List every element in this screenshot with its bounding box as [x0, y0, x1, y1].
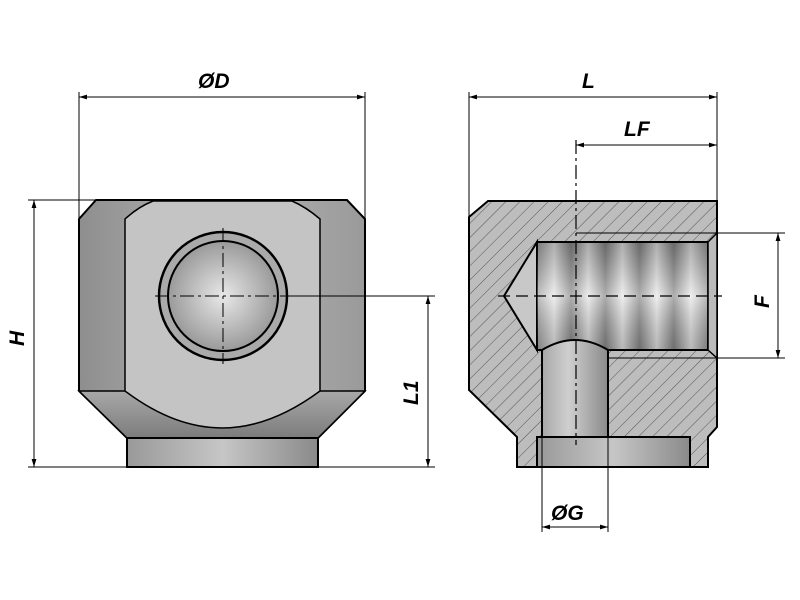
section-dimensions — [468, 92, 785, 532]
front-view — [77, 199, 367, 468]
label-length-l: L — [582, 70, 595, 93]
label-thread-f: F — [751, 294, 774, 308]
label-height-h: H — [6, 330, 29, 346]
front-dimensions — [28, 92, 435, 468]
counterbore — [536, 436, 691, 468]
label-length-lf: LF — [624, 118, 651, 141]
base-collar — [126, 437, 319, 468]
label-diameter-g: ØG — [551, 502, 584, 525]
cross-hole — [541, 339, 609, 438]
section-view — [468, 140, 722, 468]
label-diameter-d: ØD — [198, 70, 230, 93]
label-length-l1: L1 — [400, 380, 423, 405]
